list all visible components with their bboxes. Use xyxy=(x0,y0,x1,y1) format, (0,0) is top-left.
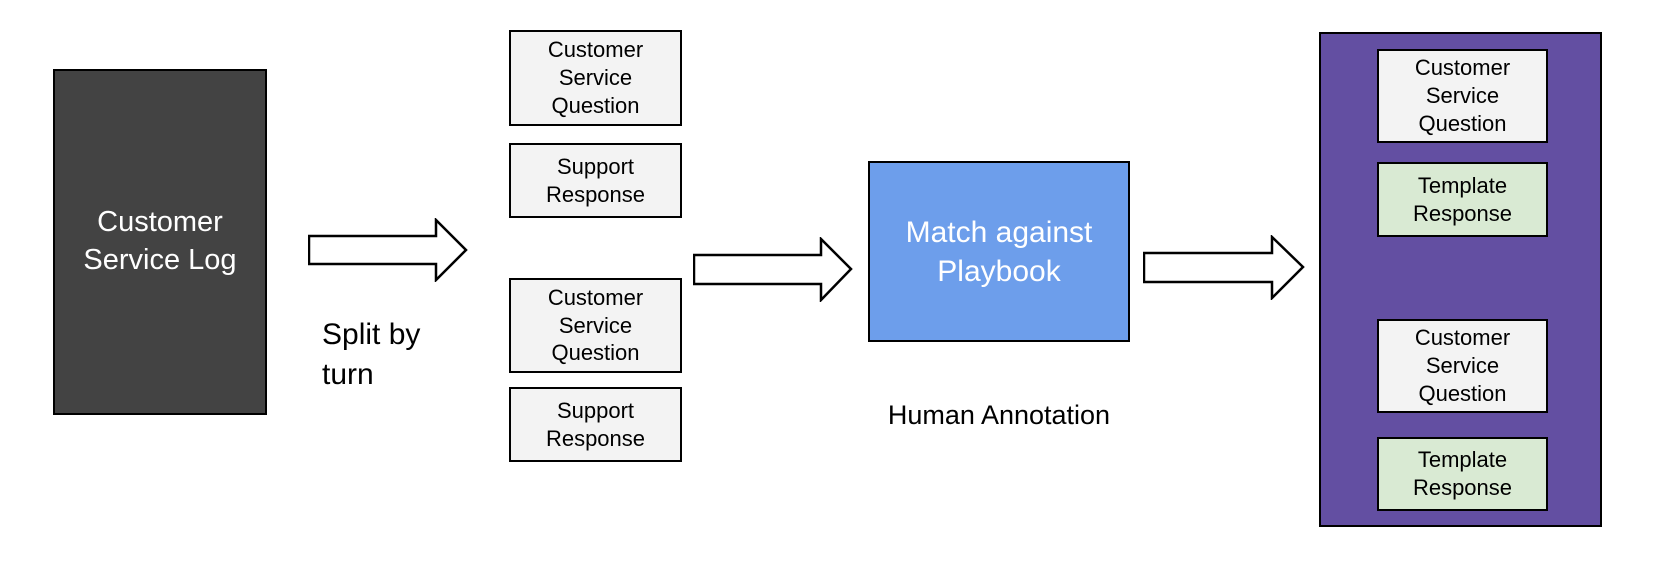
turn-box-support-response-2: Support Response xyxy=(509,387,682,462)
output-box-template-response-2: Template Response xyxy=(1377,437,1548,511)
output-box-template-response-1: Template Response xyxy=(1377,162,1548,237)
right-arrow-icon xyxy=(308,218,468,282)
output-panel: Customer Service Question Template Respo… xyxy=(1319,32,1602,527)
human-annotation-label: Human Annotation xyxy=(887,400,1111,430)
right-arrow-icon xyxy=(693,237,853,302)
turn-box-customer-service-question-2: Customer Service Question xyxy=(509,278,682,373)
split-by-turn-label: Split by turn xyxy=(322,318,421,391)
turn-box-customer-service-question-1: Customer Service Question xyxy=(509,30,682,126)
output-box-customer-service-question-1: Customer Service Question xyxy=(1377,49,1548,143)
match-against-playbook-box: Match against Playbook xyxy=(868,161,1130,342)
customer-service-log-box: Customer Service Log xyxy=(53,69,267,415)
right-arrow-icon xyxy=(1143,235,1305,300)
turn-box-support-response-1: Support Response xyxy=(509,143,682,218)
output-box-customer-service-question-2: Customer Service Question xyxy=(1377,319,1548,413)
